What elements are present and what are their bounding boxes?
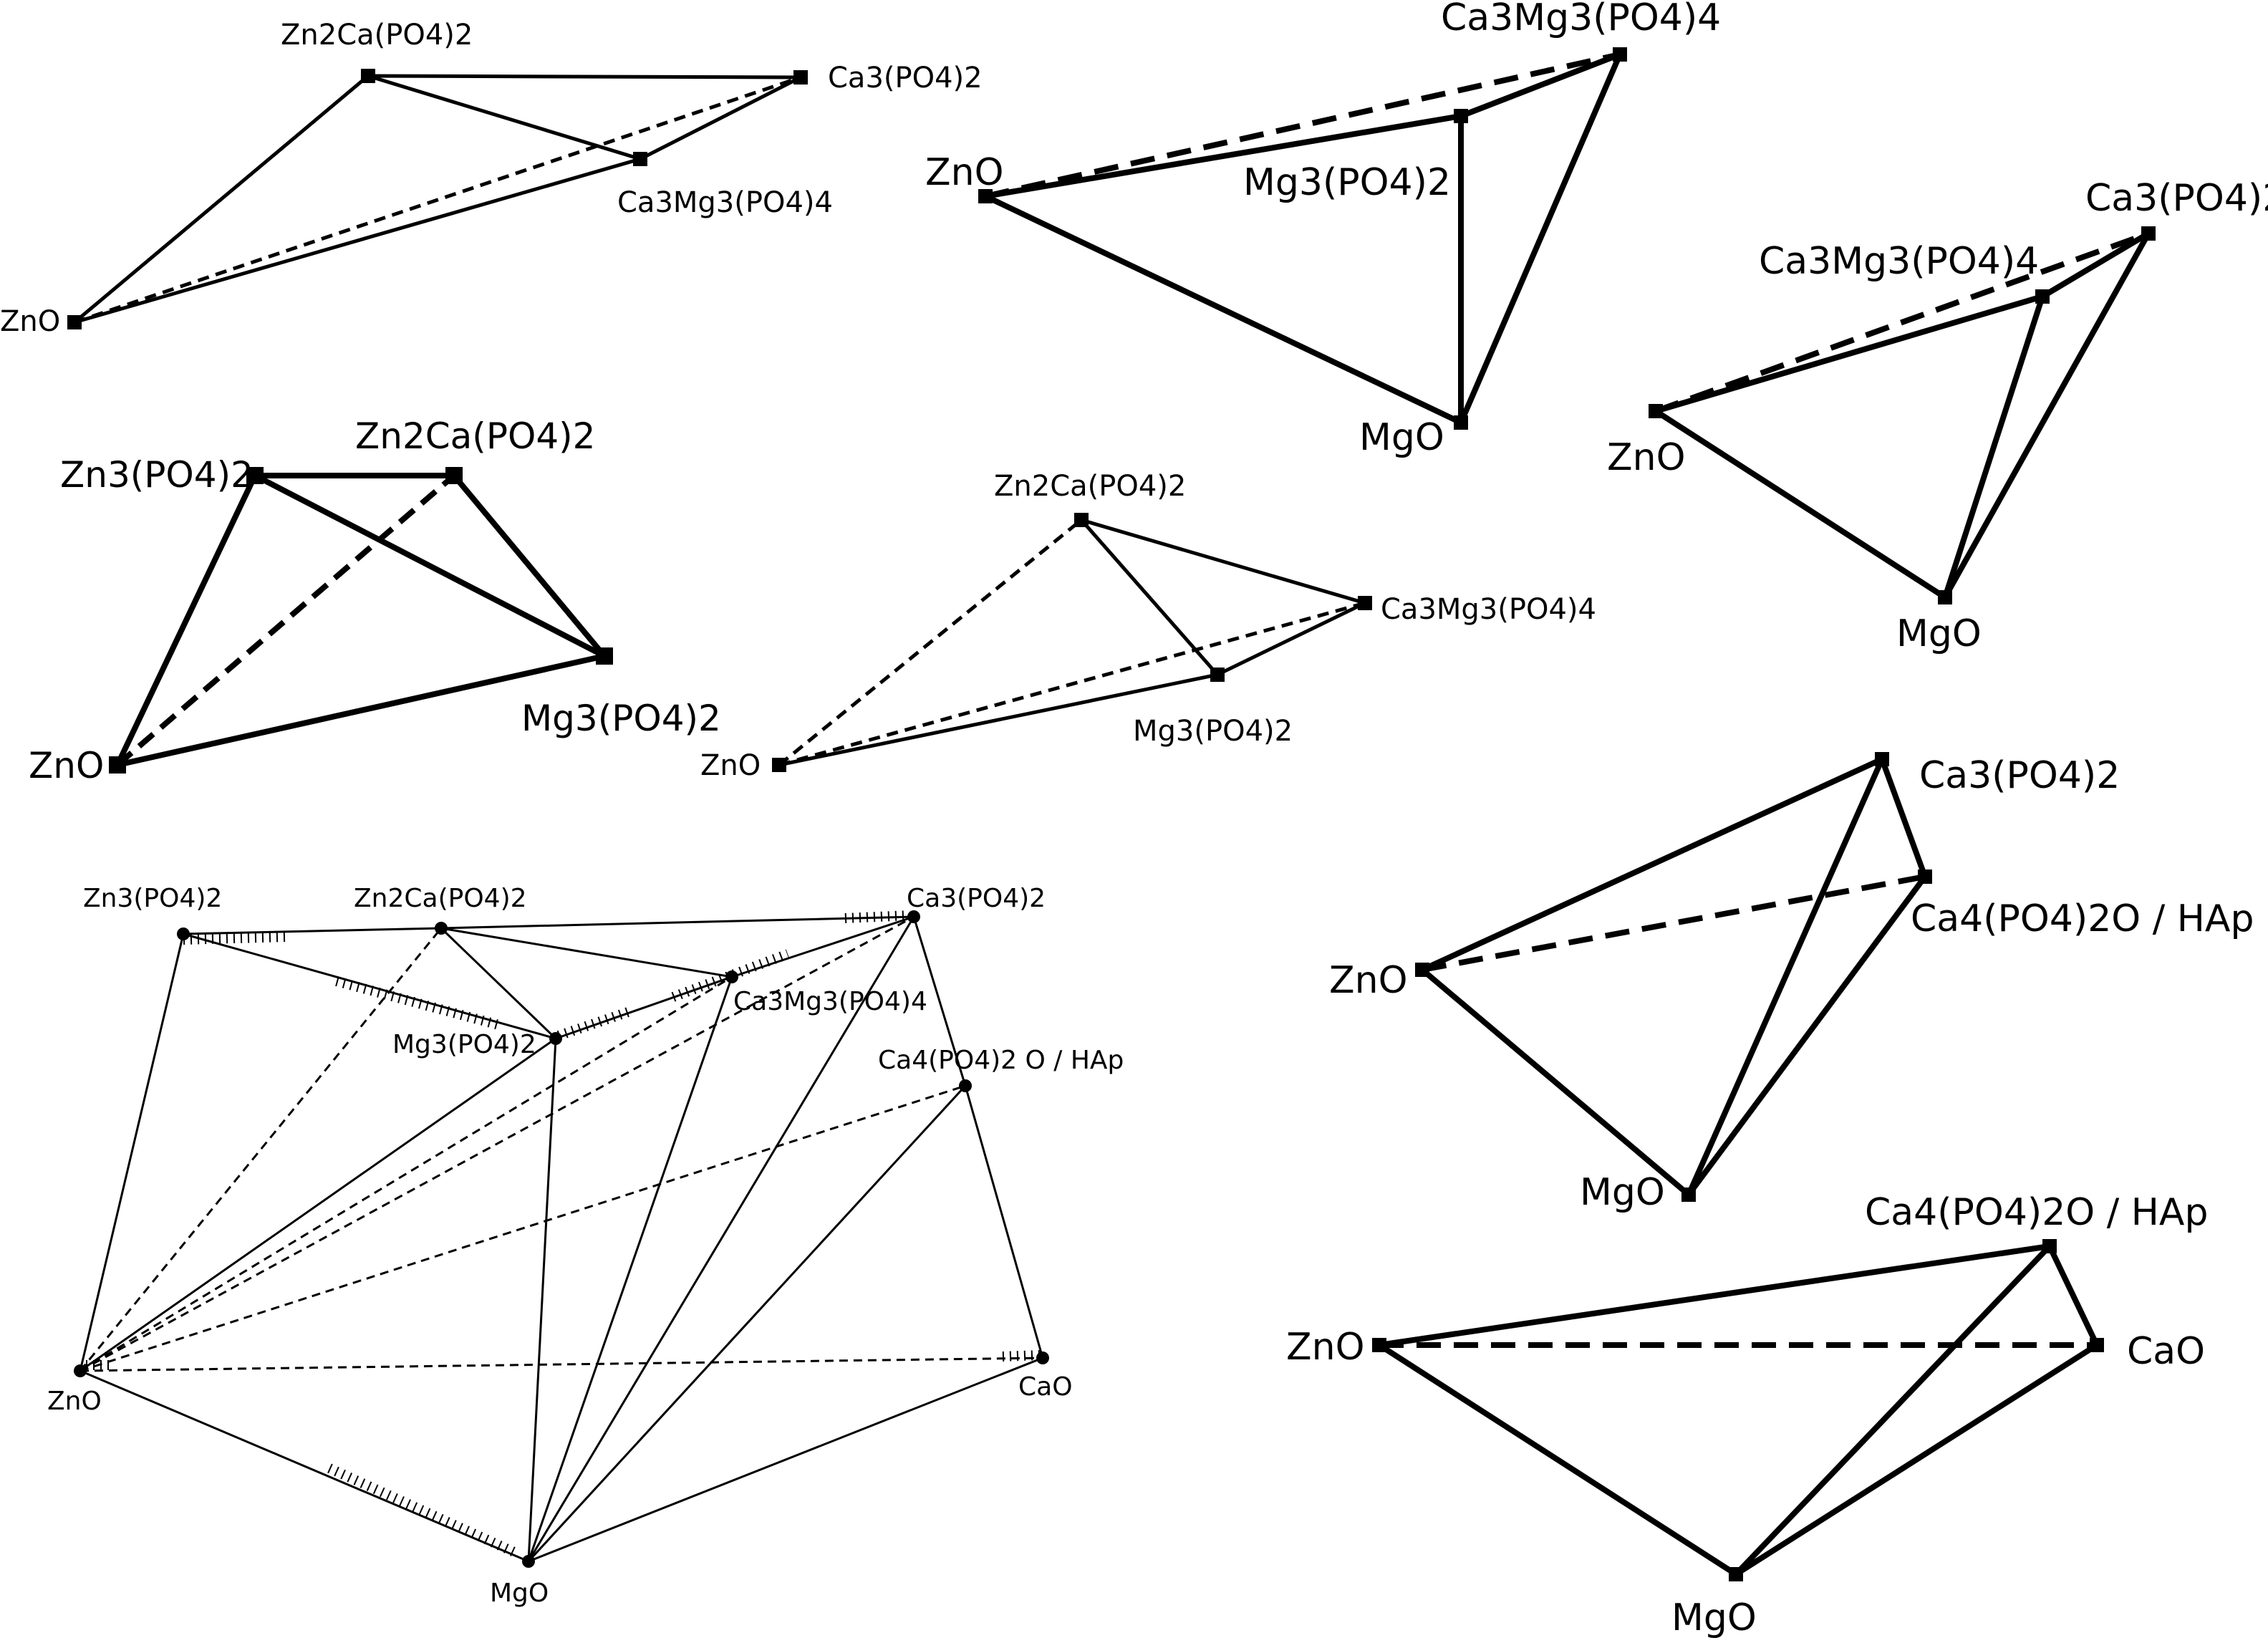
label-mgo: MgO	[1359, 416, 1444, 459]
label-ca3mg3-po4-4: Ca3Mg3(PO4)4	[1759, 240, 2039, 283]
label-ca4-po4-2o-hap: Ca4(PO4)2O / HAp	[1911, 897, 2254, 940]
panel-5-vertices	[772, 513, 1372, 772]
panel-4-tetrahedron	[115, 473, 607, 768]
label-zn2ca-po4-2: Zn2Ca(PO4)2	[354, 884, 527, 913]
label-ca3mg3-po4-4: Ca3Mg3(PO4)4	[1441, 0, 1721, 39]
label-zn2ca-po4-2: Zn2Ca(PO4)2	[355, 415, 595, 457]
label-zno: ZnO	[1607, 436, 1686, 479]
label-ca3-po4-2: Ca3(PO4)2	[2085, 177, 2268, 220]
label-mgo: MgO	[1580, 1171, 1665, 1214]
label-ca4-po4-2o-hap: Ca4(PO4)2O / HAp	[1865, 1191, 2208, 1234]
label-mgo: MgO	[1671, 1596, 1757, 1639]
label-ca4-po4-2o-hap: Ca4(PO4)2 O / HAp	[878, 1046, 1124, 1075]
label-cao: CaO	[1018, 1372, 1073, 1402]
panel-2-tetrahedron	[984, 52, 1623, 425]
panel-3-vertices	[1649, 226, 2156, 604]
label-ca3-po4-2: Ca3(PO4)2	[907, 884, 1046, 913]
panel-7-vertices	[1372, 1239, 2104, 1581]
panel-6-vertices	[1415, 752, 1932, 1202]
panel-5-tetrahedron	[778, 518, 1366, 767]
label-zn3-po4-2: Zn3(PO4)2	[60, 454, 254, 496]
master-diagram-vertices	[74, 910, 1049, 1568]
label-mgo: MgO	[490, 1579, 549, 1608]
panel-6-tetrahedron	[1420, 756, 1928, 1198]
label-mg3-po4-2: Mg3(PO4)2	[1243, 161, 1451, 204]
label-cao: CaO	[2127, 1330, 2205, 1373]
label-zno: ZnO	[1329, 959, 1408, 1002]
label-mg3-po4-2: Mg3(PO4)2	[521, 698, 721, 739]
label-zno: ZnO	[0, 305, 60, 338]
label-mgo: MgO	[1896, 612, 1982, 655]
label-zn3-po4-2: Zn3(PO4)2	[83, 884, 222, 913]
label-ca3mg3-po4-4: Ca3Mg3(PO4)4	[1381, 593, 1596, 626]
panel-2-vertices	[978, 47, 1627, 430]
label-zno: ZnO	[925, 151, 1004, 194]
label-ca3mg3-po4-4: Ca3Mg3(PO4)4	[617, 186, 833, 219]
label-ca3-po4-2: Ca3(PO4)2	[1919, 754, 2120, 797]
label-ca3-po4-2: Ca3(PO4)2	[828, 62, 983, 95]
panel-4-vertices	[109, 467, 613, 774]
label-mg3-po4-2: Mg3(PO4)2	[392, 1030, 536, 1059]
label-zno: ZnO	[47, 1387, 102, 1416]
label-mg3-po4-2: Mg3(PO4)2	[1133, 715, 1293, 748]
label-zno: ZnO	[700, 749, 761, 782]
label-zn2ca-po4-2: Zn2Ca(PO4)2	[281, 19, 473, 52]
master-diagram-edges	[79, 915, 1044, 1563]
label-zno: ZnO	[1286, 1326, 1365, 1369]
panel-1-tetrahedron	[73, 74, 802, 324]
panel-1-vertices	[67, 69, 808, 329]
label-zn2ca-po4-2: Zn2Ca(PO4)2	[994, 470, 1186, 503]
panel-3-tetrahedron	[1654, 231, 2151, 600]
label-zno: ZnO	[29, 745, 104, 786]
master-diagram-hatching	[86, 910, 1041, 1558]
panel-7-tetrahedron	[1377, 1243, 2100, 1577]
label-ca3mg3-po4-4: Ca3Mg3(PO4)4	[733, 987, 927, 1016]
